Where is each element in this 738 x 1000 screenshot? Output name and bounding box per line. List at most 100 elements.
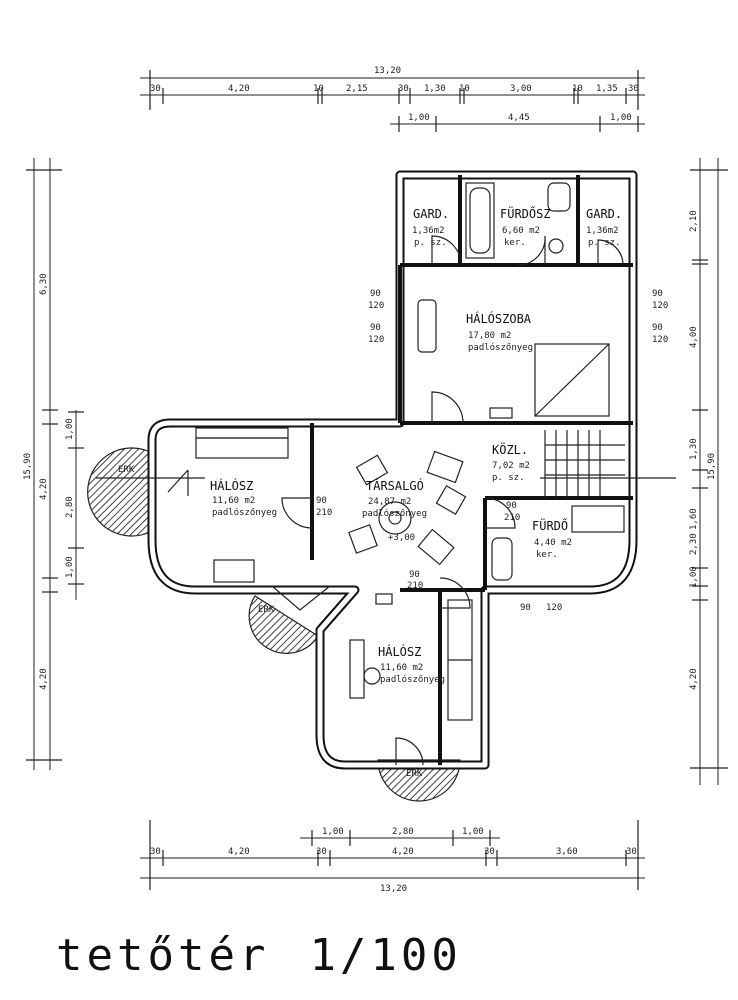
dim-left-inner-1: 2,80 (65, 496, 75, 518)
room-furdosz-area: 6,60 m2 (502, 226, 540, 236)
svg-text:90: 90 (506, 501, 517, 511)
room-furdosz-name: FÜRDŐSZ (500, 205, 551, 221)
dim-top-4: 2,15 (346, 84, 368, 94)
room-gard2-area: 1,36m2 (586, 226, 619, 236)
svg-text:120: 120 (652, 301, 668, 311)
balcony-mid (248, 595, 319, 654)
room-furdo-area: 4,40 m2 (534, 538, 572, 548)
room-gard1-name: GARD. (413, 207, 449, 221)
dim-right-7: 4,20 (689, 668, 699, 690)
room-gard1-area: 1,36m2 (412, 226, 445, 236)
top-dimension-lines (140, 70, 645, 132)
dim-bottom-5: 30 (484, 847, 495, 857)
room-halosz-bottom-floor: padlószőnyeg (380, 674, 445, 685)
room-tarsalgo-name: TÁRSALGÓ (366, 478, 424, 493)
svg-text:120: 120 (368, 335, 384, 345)
svg-text:120: 120 (652, 335, 668, 345)
room-gard2-floor: p. sz. (588, 238, 621, 248)
level-annotation: +3,00 (388, 533, 415, 543)
dim-top-9: 10 (572, 84, 583, 94)
balcony-bottom (377, 759, 461, 802)
dim-top-inner-2: 4,45 (508, 113, 530, 123)
exterior-walls (147, 170, 638, 770)
balcony-left-label: ERK (118, 465, 135, 475)
dim-bottom-inner-3: 1,00 (462, 827, 484, 837)
svg-text:210: 210 (407, 581, 423, 591)
right-dimension-lines (690, 158, 728, 785)
room-halosz-bottom-area: 11,60 m2 (380, 663, 423, 673)
dim-right-4: 1,60 (689, 508, 699, 530)
dim-bottom-1: 30 (150, 847, 161, 857)
dim-bottom-inner-2: 2,80 (392, 827, 414, 837)
dim-top-7: 10 (459, 84, 470, 94)
dim-top-1: 30 (150, 84, 161, 94)
caption-scale: 1/100 (309, 930, 462, 981)
caption-name: tetőtér (56, 930, 270, 981)
room-furdo-floor: ker. (536, 550, 558, 560)
bottom-dimension-lines (140, 820, 645, 890)
room-haloszoba-name: HÁLÓSZOBA (466, 311, 532, 326)
room-haloszoba-area: 17,80 m2 (468, 331, 511, 341)
svg-text:90: 90 (370, 289, 381, 299)
dim-top-2: 4,20 (228, 84, 250, 94)
room-halosz-left-name: HÁLÓSZ (210, 478, 253, 493)
room-halosz-left-floor: padlószőnyeg (212, 507, 277, 518)
dim-right-5: 2,30 (689, 533, 699, 555)
svg-text:120: 120 (546, 603, 562, 613)
balcony-left (87, 447, 151, 537)
balcony-mid-label: ERK (258, 605, 275, 615)
dim-right-1: 2,10 (689, 210, 699, 232)
dim-top-6: 1,30 (424, 84, 446, 94)
opening-labels: 90 120 90 120 90 120 90 120 90 210 90 21… (316, 289, 668, 613)
svg-text:90: 90 (520, 603, 531, 613)
dim-top-5: 30 (398, 84, 409, 94)
dim-top-10: 1,35 (596, 84, 618, 94)
dim-bottom-7: 30 (626, 847, 637, 857)
dim-top-total: 13,20 (374, 66, 401, 76)
fixtures (195, 182, 625, 721)
dim-bottom-total: 13,20 (380, 884, 407, 894)
balcony-bottom-label: ERK (406, 769, 423, 779)
dim-top-inner-3: 1,00 (610, 113, 632, 123)
room-furdo-name: FÜRDŐ (532, 517, 568, 533)
drawing-caption: tetőtér 1/100 (56, 930, 502, 981)
svg-text:90: 90 (370, 323, 381, 333)
svg-text:90: 90 (316, 496, 327, 506)
dim-right-2: 4,00 (689, 326, 699, 348)
dim-left-total: 15,90 (23, 453, 33, 480)
room-gard1-floor: p. sz. (414, 238, 447, 248)
dim-left-1: 6,30 (39, 273, 49, 295)
dim-bottom-6: 3,60 (556, 847, 578, 857)
svg-text:90: 90 (652, 323, 663, 333)
dim-bottom-2: 4,20 (228, 847, 250, 857)
room-haloszoba-floor: padlószőnyeg (468, 342, 533, 353)
room-halosz-left-area: 11,60 m2 (212, 496, 255, 506)
dim-bottom-4: 4,20 (392, 847, 414, 857)
svg-text:210: 210 (504, 513, 520, 523)
room-furdosz-floor: ker. (504, 238, 526, 248)
left-dimension-lines (26, 158, 84, 770)
dim-top-8: 3,00 (510, 84, 532, 94)
dim-bottom-inner-1: 1,00 (322, 827, 344, 837)
dim-right-total: 15,90 (707, 453, 717, 480)
dim-top-inner-1: 1,00 (408, 113, 430, 123)
dim-left-2: 1,00 (65, 418, 75, 440)
svg-text:210: 210 (316, 508, 332, 518)
room-kozl-name: KÖZL. (492, 441, 528, 457)
room-kozl-floor: p. sz. (492, 473, 525, 483)
room-tarsalgo-floor: padlószőnyeg (362, 508, 427, 519)
room-halosz-bottom-name: HÁLÓSZ (378, 644, 421, 659)
dim-left-4: 4,20 (39, 668, 49, 690)
svg-text:90: 90 (652, 289, 663, 299)
room-gard2-name: GARD. (586, 207, 622, 221)
room-tarsalgo-area: 24,87 m2 (368, 497, 411, 507)
dim-right-3: 1,30 (689, 438, 699, 460)
dim-right-6: 1,00 (689, 566, 699, 588)
dim-bottom-3: 30 (316, 847, 327, 857)
svg-text:120: 120 (368, 301, 384, 311)
svg-text:90: 90 (409, 570, 420, 580)
door-swings (167, 235, 624, 766)
room-kozl-area: 7,02 m2 (492, 461, 530, 471)
dim-top-3: 10 (313, 84, 324, 94)
